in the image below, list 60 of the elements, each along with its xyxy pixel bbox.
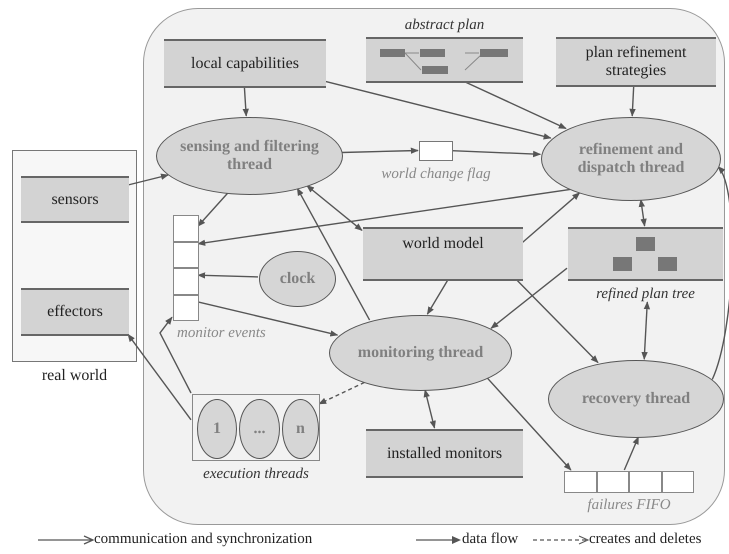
- arrow: [464, 81, 567, 130]
- thread-label: 1: [213, 420, 221, 438]
- arrow: [638, 198, 647, 227]
- arrow: [197, 272, 258, 279]
- arrow: [128, 174, 169, 186]
- arrow: [159, 316, 192, 394]
- arrow: [198, 301, 338, 337]
- arrow: [197, 188, 570, 246]
- thread-ellipse: [239, 399, 280, 459]
- thread-ellipse: [197, 399, 237, 459]
- node-label: failures FIFO: [587, 497, 671, 514]
- system-panel: [143, 8, 725, 525]
- node-label: execution threads: [203, 466, 309, 483]
- thread-label: monitoring thread: [358, 344, 484, 362]
- arrow: [127, 334, 192, 420]
- arrow: [324, 80, 552, 140]
- thread-label: n: [296, 420, 305, 438]
- node-label: real world: [42, 367, 108, 385]
- data-box: [164, 39, 326, 88]
- box-label: installed monitors: [386, 444, 502, 462]
- thread-label: sensing and filtering thread: [179, 138, 320, 174]
- box-label: world model: [402, 235, 484, 253]
- arrow: [452, 150, 542, 158]
- arrow: [641, 301, 650, 360]
- arrow: [516, 280, 599, 364]
- arrow: [424, 389, 436, 429]
- device-box: [21, 176, 129, 223]
- node-label: abstract plan: [404, 16, 484, 33]
- box-label: plan refinement strategies: [584, 44, 688, 80]
- node-label: refined plan tree: [596, 286, 695, 303]
- arrow: [342, 148, 419, 154]
- arrow: [522, 192, 580, 244]
- legend-text: communication and synchronization: [94, 531, 312, 548]
- thread-label: recovery thread: [582, 390, 690, 408]
- arrow: [486, 377, 572, 471]
- arrow: [306, 184, 363, 231]
- legend-text: data flow: [462, 531, 518, 548]
- arrow: [426, 280, 448, 315]
- dashed-arrow: [318, 382, 365, 405]
- box-label: sensors: [51, 190, 99, 208]
- data-box: [363, 227, 523, 281]
- node-label: world change flag: [381, 166, 491, 183]
- thread-label: refinement and dispatch thread: [576, 140, 686, 178]
- thread-label: clock: [280, 270, 316, 288]
- device-box: [21, 288, 129, 336]
- data-box: [556, 37, 716, 87]
- arrow: [629, 86, 636, 117]
- data-box: [366, 429, 523, 478]
- node-label: monitor events: [177, 325, 266, 342]
- box-label: effectors: [47, 303, 103, 321]
- arrow: [197, 192, 228, 227]
- arrow: [296, 188, 370, 320]
- arrow: [490, 268, 568, 329]
- arrow: [712, 166, 729, 380]
- thread-label: ...: [254, 420, 266, 438]
- arrow: [242, 86, 249, 117]
- thread-ellipse: [282, 399, 319, 459]
- legend-text: creates and deletes: [589, 531, 702, 548]
- arrow: [624, 436, 640, 470]
- box-label: local capabilities: [191, 54, 299, 72]
